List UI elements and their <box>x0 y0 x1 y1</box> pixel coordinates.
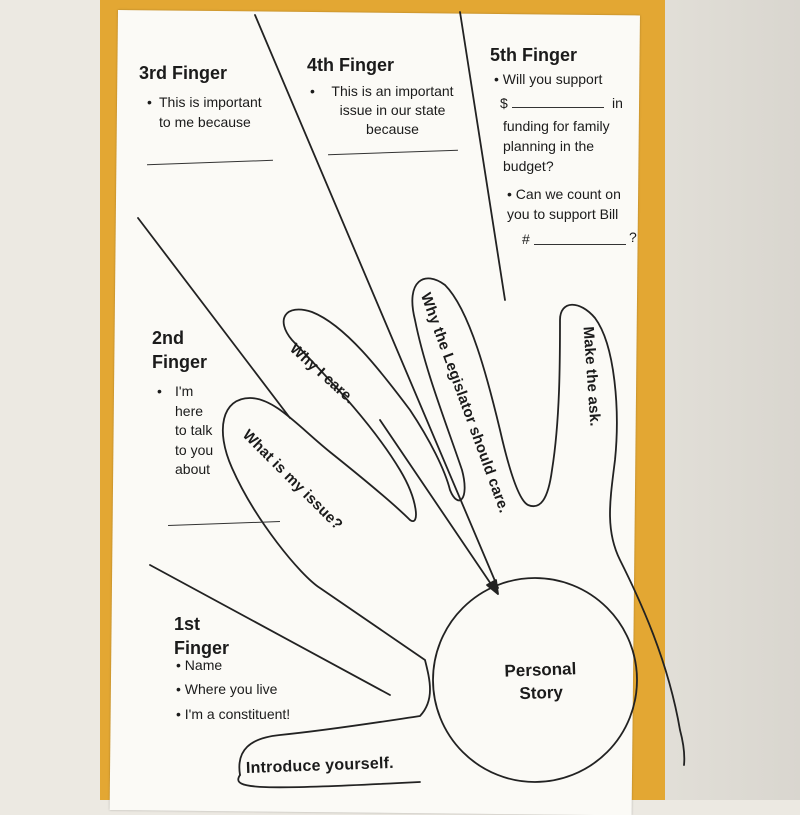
divider-line-2nd-3rd <box>137 217 291 419</box>
fifth-prompt-a-prefix: Will you support <box>502 71 603 87</box>
third-finger-prompt: • This is important to me because <box>147 92 287 132</box>
hand-outline <box>221 277 686 776</box>
fifth-finger-prompt-b: • Can we count on you to support Bill <box>507 184 647 224</box>
palm-circle <box>432 577 638 783</box>
bullet: • <box>176 706 185 722</box>
bullet: • <box>176 657 185 673</box>
fifth-amount-blank[interactable] <box>512 107 604 108</box>
palm-label: Personal Story <box>504 659 577 704</box>
first-finger-title: 1st Finger <box>174 614 230 658</box>
background-surface <box>640 0 800 800</box>
introduce-band <box>237 774 421 789</box>
second-finger-title-text: 2nd Finger <box>152 328 208 372</box>
divider-line-4th-5th <box>459 11 506 301</box>
second-finger-title: 2nd Finger <box>152 326 212 374</box>
third-finger-title: 3rd Finger <box>139 63 228 83</box>
first-bullet-2-text: Where you live <box>184 681 278 697</box>
fifth-bill-blank[interactable] <box>534 244 626 245</box>
fifth-finger-title: 5th Finger <box>490 45 578 65</box>
first-bullet-3-text: I'm a constituent! <box>184 706 291 722</box>
divider-line-3rd-4th <box>254 14 499 589</box>
divider-line-1st-2nd <box>149 564 391 696</box>
fifth-finger-prompt-a: • Will you support <box>494 70 602 89</box>
fourth-finger-prompt: • This is an important issue in our stat… <box>310 82 465 139</box>
first-finger-bullet-1: • Name <box>176 656 222 675</box>
fifth-dollar-sign: $ <box>500 95 508 111</box>
fifth-question-mark: ? <box>629 229 637 245</box>
first-finger-bullet-2: • Where you live <box>176 680 277 699</box>
bullet: • <box>176 681 185 697</box>
fourth-finger-title: 4th Finger <box>307 55 395 75</box>
fifth-prompt-b-text: Can we count on you to support Bill <box>507 186 621 222</box>
second-finger-prompt: • I'm here to talk to you about <box>157 382 227 480</box>
second-finger-prompt-text: I'm here to talk to you about <box>175 383 214 477</box>
bullet: • <box>507 186 516 202</box>
fifth-in: in <box>612 95 623 111</box>
fifth-prompt-a-rest: funding for family planning in the budge… <box>503 118 610 174</box>
fourth-finger-prompt-text: This is an important issue in our state … <box>331 83 454 137</box>
arrow-line <box>379 419 496 591</box>
first-bullet-1-text: Name <box>184 657 223 673</box>
fifth-hash: # <box>522 231 530 247</box>
bullet: • <box>494 71 503 87</box>
first-finger-bullet-3: • I'm a constituent! <box>176 705 290 724</box>
third-finger-prompt-text: This is important to me because <box>159 94 262 130</box>
